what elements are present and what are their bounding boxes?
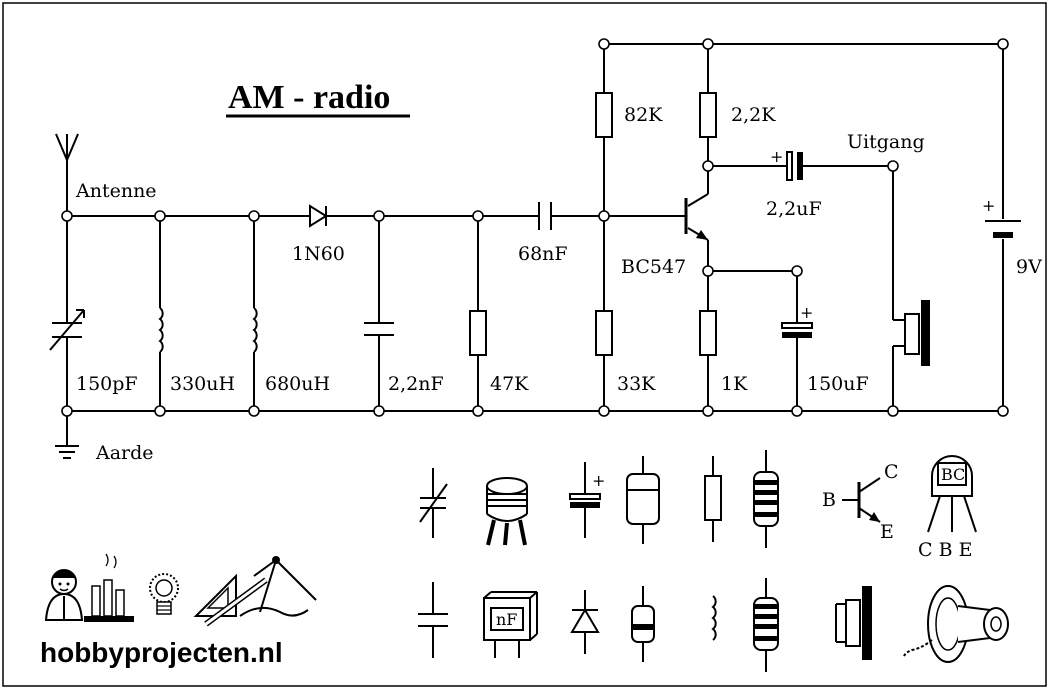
label-33k: 33K <box>617 373 656 395</box>
label-diode: 1N60 <box>292 243 345 265</box>
capacitor-2n2-symbol <box>364 322 394 336</box>
ground-symbol <box>55 445 79 459</box>
legend-cap-box-label: nF <box>496 610 517 629</box>
legend-electrolytic-can-icon <box>626 456 660 544</box>
legend-elcap-plus: + <box>592 471 605 490</box>
component-legend: + <box>418 450 1009 672</box>
person-icon <box>44 569 84 621</box>
cap-150u-plus: + <box>800 303 813 322</box>
resistor-2k2-symbol <box>699 92 717 138</box>
label-antenna: Antenne <box>75 180 157 202</box>
legend-tuning-capacitor-icon <box>486 477 528 546</box>
capacitor-150uf-symbol: + <box>781 303 813 338</box>
legend-package-pins: C B E <box>918 539 972 561</box>
capacitor-68nf-symbol <box>538 202 552 230</box>
label-1k: 1K <box>721 373 748 395</box>
legend-speaker-icon <box>903 585 1009 663</box>
legend-label-c: C <box>884 461 899 483</box>
variable-capacitor-symbol <box>49 309 85 351</box>
coil-330uH-symbol <box>158 307 164 353</box>
transistor-symbol <box>684 198 708 240</box>
label-68nf: 68nF <box>518 243 568 265</box>
label-680uh: 680uH <box>265 373 330 395</box>
speaker-symbol <box>904 300 930 366</box>
diode-symbol <box>290 204 340 228</box>
brand-text: hobbyprojecten.nl <box>40 637 283 668</box>
legend-coil-body-icon <box>753 578 779 672</box>
label-150uf: 150uF <box>807 373 869 395</box>
label-47k: 47K <box>490 373 529 395</box>
legend-label-b: B <box>822 489 836 511</box>
battery-plus: + <box>982 196 995 215</box>
legend-variable-capacitor-icon <box>419 468 448 538</box>
legend-diode-body-icon <box>631 586 655 662</box>
resistor-82k-symbol <box>595 92 613 138</box>
legend-speaker-symbol <box>835 586 872 660</box>
label-82k: 82K <box>624 104 663 126</box>
legend-diode-symbol <box>570 590 600 654</box>
legend-coil-symbol <box>711 595 717 641</box>
cap-2u2-plus: + <box>770 147 783 166</box>
label-output-cap: 2,2uF <box>766 198 822 220</box>
legend-resistor-body-icon <box>753 450 779 548</box>
battery-symbol: + <box>982 196 1021 238</box>
label-330uh: 330uH <box>170 373 235 395</box>
legend-capacitor-symbol <box>418 582 448 658</box>
label-output: Uitgang <box>847 131 925 153</box>
capacitor-2u2-symbol: + <box>770 147 803 181</box>
resistor-47k-symbol <box>469 310 487 356</box>
legend-electrolytic-symbol: + <box>569 462 605 538</box>
legend-package-text: BC <box>941 465 965 484</box>
legend-capacitor-box-icon: nF <box>483 591 538 658</box>
junction-nodes <box>61 38 1009 417</box>
label-2n2: 2,2nF <box>388 373 444 395</box>
legend-transistor-symbol: B C E <box>822 461 899 543</box>
legend-transistor-package-icon: BC C B E <box>918 455 977 561</box>
drafting-tools-icon <box>193 556 317 627</box>
label-transistor: BC547 <box>621 256 686 278</box>
page-title: AM - radio <box>228 79 390 116</box>
legend-resistor-symbol <box>704 456 722 542</box>
antenna-symbol <box>55 133 79 161</box>
hobbyprojecten-logo: hobbyprojecten.nl <box>40 553 317 668</box>
lab-equipment-icon <box>84 553 134 622</box>
label-150pf: 150pF <box>76 373 138 395</box>
coil-680uH-symbol <box>252 307 258 353</box>
label-battery: 9V <box>1016 256 1042 278</box>
resistor-33k-symbol <box>595 310 613 356</box>
label-ground: Aarde <box>95 442 154 464</box>
label-2k2: 2,2K <box>731 104 776 126</box>
resistor-1k-symbol <box>699 310 717 356</box>
legend-label-e: E <box>880 521 894 543</box>
wires <box>66 43 1004 446</box>
lightbulb-icon <box>149 573 179 615</box>
